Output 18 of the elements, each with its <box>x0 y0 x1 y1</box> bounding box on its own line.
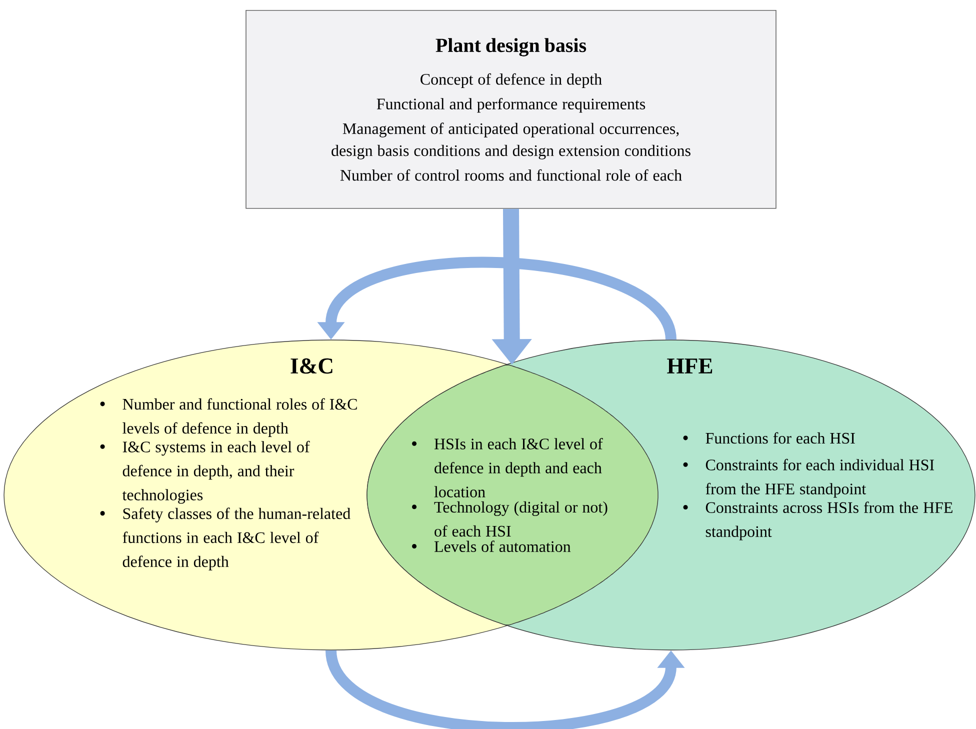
requirement-text: Number of control rooms and functional role of each <box>340 169 682 181</box>
bullet-item: Constraints for each individual HSI from the HFE standpoint <box>683 458 934 498</box>
basis-box <box>246 10 776 209</box>
bullet-item: Number and functional roles of I&C levels of defence in depth <box>100 398 357 437</box>
bullet-item: Constraints across HSIs from the HFE standpoint <box>683 502 952 540</box>
bullet-item: Technology (digital or not) of each HSI <box>412 501 608 537</box>
overlap-region <box>366 364 658 626</box>
ellipse-heading: I&C <box>290 358 332 374</box>
requirement-text: Management of anticipated operational occurrences, design basis conditions and design extension conditions <box>332 122 690 160</box>
bullet-item: I&C systems in each level of defence in depth, and their technologies <box>100 440 310 504</box>
bullet-item: HSIs in each I&C level of defence in depth and each location <box>412 438 603 498</box>
bullet-item: Levels of automation <box>412 540 571 552</box>
bullet-item: Safety classes of the human-related functions in each I&C level of defence in depth <box>100 508 350 570</box>
box-heading: Plant design basis <box>436 38 586 56</box>
bullet-item: Functions for each HSI <box>683 432 855 444</box>
requirement-text: Concept of defence in depth <box>420 73 602 88</box>
requirement-text: Functional and performance requirements <box>376 98 646 113</box>
ellipse-heading: HFE <box>667 358 712 374</box>
